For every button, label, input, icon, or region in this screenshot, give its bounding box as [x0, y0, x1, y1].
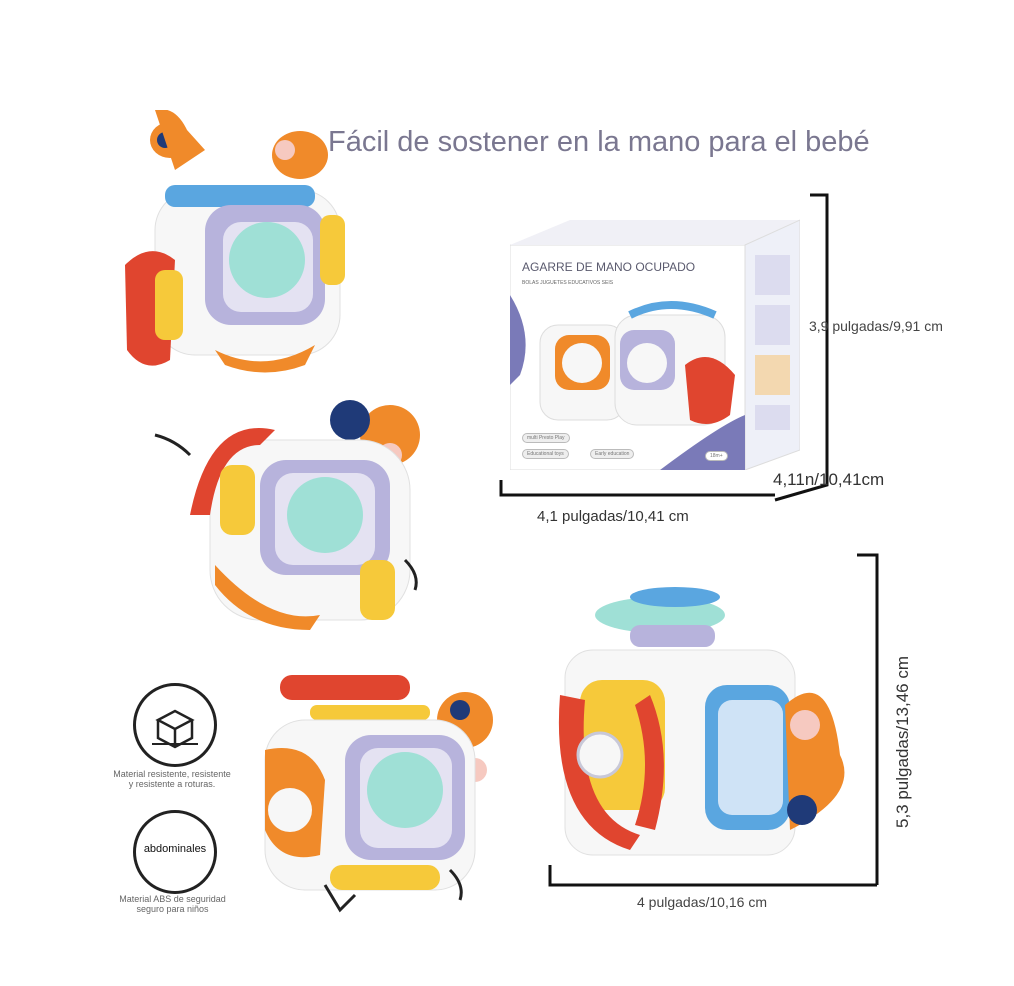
- box-width-label: 4,1 pulgadas/10,41 cm: [537, 508, 689, 525]
- cube-width-label: 4 pulgadas/10,16 cm: [637, 894, 767, 910]
- durable-badge: [133, 683, 217, 767]
- box-title: AGARRE DE MANO OCUPADO: [522, 260, 696, 274]
- headline: Fácil de sostener en la mano para el beb…: [328, 126, 870, 158]
- box-height-label: 3,9 pulgadas/9,91 cm: [809, 318, 943, 334]
- box-tag-educational: Educational toys: [522, 449, 569, 459]
- cube-toy-large: [558, 587, 845, 856]
- abs-text-line2: seguro para niños: [136, 903, 209, 914]
- cube-toy-middle: [154, 400, 420, 630]
- product-box: AGARRE DE MANO OCUPADO BOLAS JUGUETES ED…: [510, 215, 800, 470]
- cube-height-label: 5,3 pulgadas/13,46 cm: [893, 655, 912, 828]
- cube-toy-top: [125, 110, 345, 373]
- box-age-badge: 18m+: [705, 451, 728, 461]
- abs-text-line1: Material ABS de seguridad: [119, 894, 226, 904]
- broken-box-icon: [152, 709, 198, 749]
- box-tag-brand-name: multi: [527, 435, 538, 441]
- cube-toy-bottom: [264, 675, 493, 913]
- durable-text: Material resistente, resistente y resist…: [92, 769, 252, 790]
- durable-text-line2: y resistente a roturas.: [128, 778, 216, 789]
- durable-text-line1: Material resistente, resistente: [113, 769, 231, 779]
- box-tag-brand-text: Presto Play: [538, 435, 565, 441]
- cube-dimension-lines: [548, 553, 879, 887]
- abs-text: Material ABS de seguridad seguro para ni…: [100, 894, 245, 915]
- abs-badge-label: abdominales: [143, 843, 207, 855]
- box-subtitle: BOLAS JUGUETES EDUCATIVOS SEIS: [522, 280, 614, 286]
- box-depth-label: 4,11n/10,41cm: [773, 470, 885, 489]
- box-dimension-lines: [499, 193, 829, 502]
- abs-badge: abdominales: [133, 810, 217, 894]
- box-tag-brand: multi Presto Play: [522, 433, 570, 443]
- box-tag-early: Early education: [590, 449, 635, 459]
